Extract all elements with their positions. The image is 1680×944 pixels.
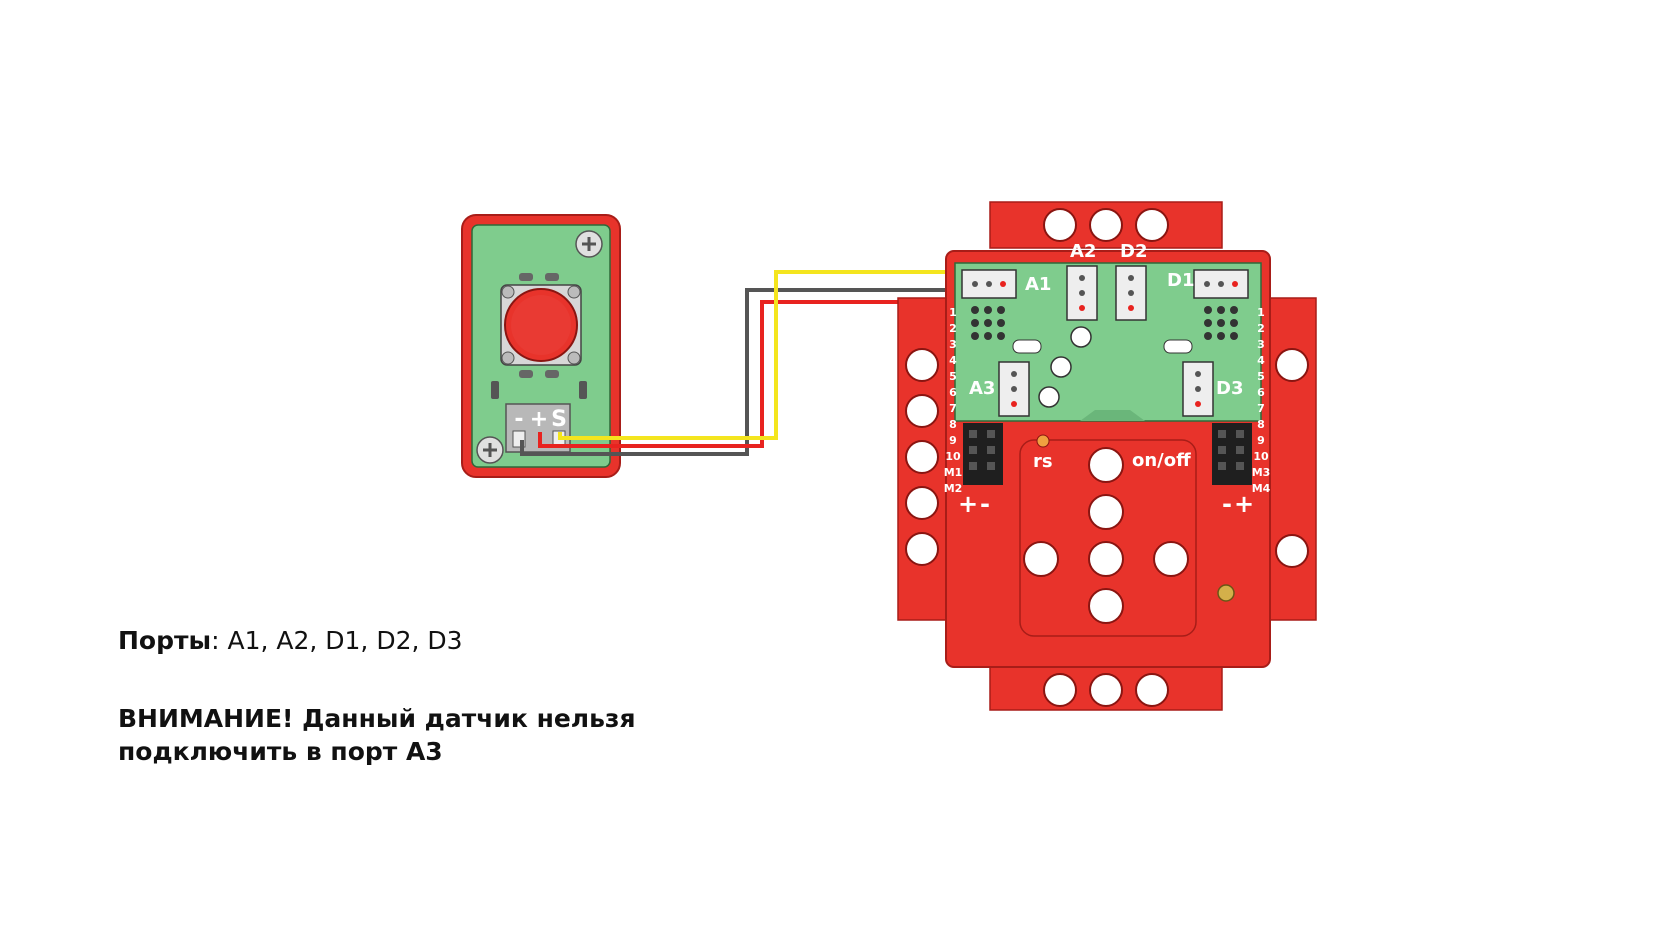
warning-line-1: ВНИМАНИЕ! Данный датчик нельзя [118,704,636,733]
rs-label: rs [1033,451,1053,472]
port-a3-connector [998,361,1030,417]
port-label-a2: A2 [1070,241,1096,262]
motor-header-left [963,423,1003,485]
ports-value: : A1, A2, D1, D2, D3 [211,626,463,655]
motor-label: M2 [944,482,963,495]
screw-icon [575,230,603,258]
button-sensor-module: - + S [461,214,621,478]
polarity-mark: + [958,490,978,518]
pin-number: 7 [1257,402,1265,415]
brass-screw [1217,584,1235,602]
port-label-a1: A1 [1025,274,1051,295]
pin-number: 1 [949,306,957,319]
pin-number: 4 [949,354,957,367]
motor-label: M4 [1252,482,1271,495]
controller-board: A1 A2 D2 D1 A3 D3 1 2 3 4 5 6 [897,201,1317,711]
push-button [500,284,582,366]
pin-number: 5 [1257,370,1265,383]
port-d3-connector [1182,361,1214,417]
motor-header-right [1212,423,1252,485]
pin-label-signal: S [551,407,567,432]
pin-number: 2 [949,322,957,335]
pin-label-plus: + [530,407,548,432]
ports-note: Порты: A1, A2, D1, D2, D3 [118,624,463,657]
port-label-d1: D1 [1167,270,1194,291]
pin-number: 6 [949,386,957,399]
pin-number: 8 [949,418,957,431]
port-label-d2: D2 [1120,241,1147,262]
port-d1-connector [1193,269,1249,299]
pin-number: 1 [1257,306,1265,319]
pin-label-minus: - [514,407,523,432]
polarity-mark: - [1222,490,1232,518]
rs-led [1036,434,1050,448]
wire-yellow [558,270,976,440]
polarity-mark: - [980,490,990,518]
pin-matrix-right [1204,306,1238,340]
pin-number: 10 [945,450,961,463]
pin-number: 9 [1257,434,1265,447]
warning-line-2: подключить в порт A3 [118,737,443,766]
pin-number: 5 [949,370,957,383]
power-label: on/off [1132,450,1191,471]
pin-number: 9 [949,434,957,447]
pin-number: 10 [1253,450,1269,463]
port-a2-connector [1066,265,1098,321]
screw-icon [476,436,504,464]
pin-number: 6 [1257,386,1265,399]
pin-matrix-left [971,306,1005,340]
port-label-a3: A3 [969,378,995,399]
pin-number: 8 [1257,418,1265,431]
polarity-mark: + [1234,490,1254,518]
pin-number: 2 [1257,322,1265,335]
pin-number: 3 [1257,338,1265,351]
port-a1-connector [961,269,1017,299]
warning-note: ВНИМАНИЕ! Данный датчик нельзя подключит… [118,702,678,768]
port-label-d3: D3 [1216,378,1243,399]
motor-label: M3 [1252,466,1271,479]
pin-number: 7 [949,402,957,415]
port-d2-connector [1115,265,1147,321]
motor-label: M1 [944,466,963,479]
pin-numbers-left: 1 2 3 4 5 6 7 8 9 10 M1 M2 [944,306,963,495]
pin-number: 3 [949,338,957,351]
pin-numbers-right: 1 2 3 4 5 6 7 8 9 10 M3 M4 [1252,306,1271,495]
pin-number: 4 [1257,354,1265,367]
ports-label: Порты [118,626,212,655]
